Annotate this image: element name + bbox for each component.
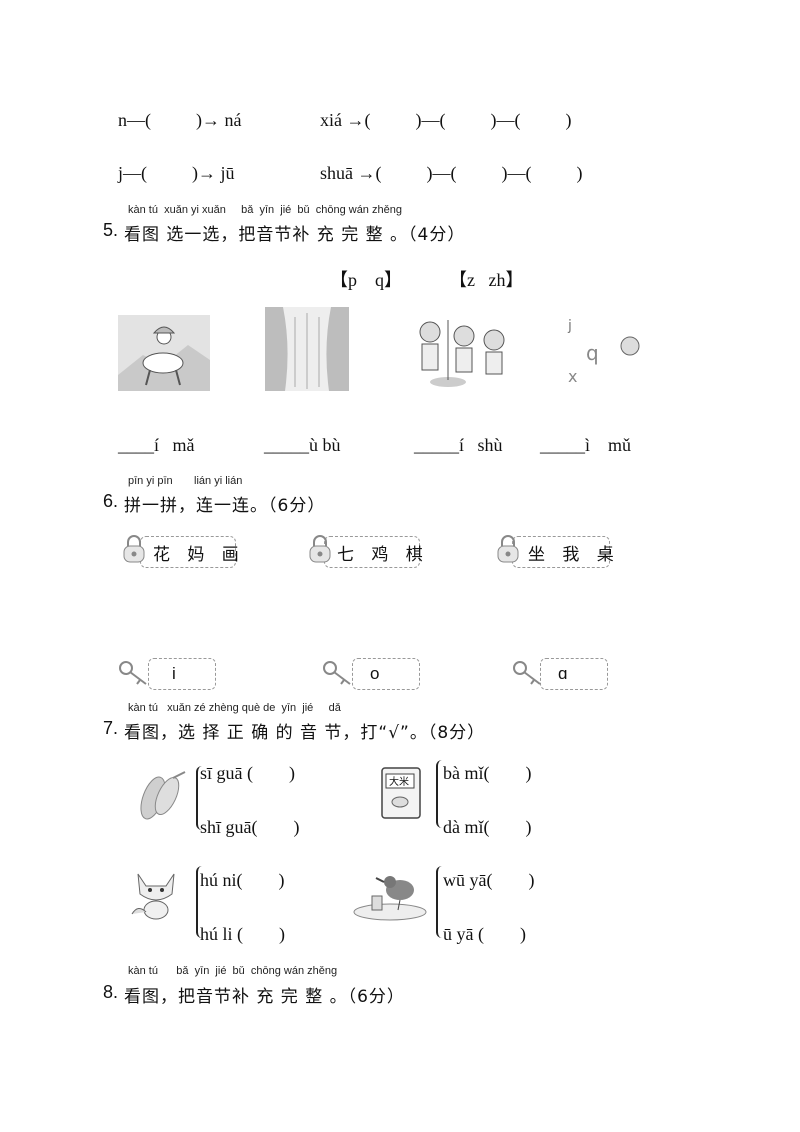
brace [196,766,206,830]
q5-choice-zzh: 【z zh】 [449,270,524,290]
lock-icon [309,535,331,563]
brace [436,866,446,938]
q5-answer-1: ____í mǎ [118,435,195,455]
spelling-row2-left: j—( )→ jū [118,163,235,183]
key-text-1: i [172,664,176,683]
option-hu-ni: hú ni( ) [200,870,285,890]
rice-bag-image: 大米 [381,767,421,819]
fox-image [131,873,175,920]
q7-number: 7. [103,718,119,738]
key-icon [119,661,147,685]
lock-text-2: 七 鸡 棋 [337,545,429,565]
option-u-ya: ū yā ( ) [443,924,526,944]
key-card-2 [352,658,420,690]
q6-number: 6. [103,491,119,511]
brace [196,866,206,938]
q6-pinyin: pīn yi pīn lián yi lián [128,475,243,487]
key-text-3: ɑ [558,664,568,683]
crow-image [353,876,427,921]
option-hu-li: hú li ( ) [200,924,285,944]
svg-text:x: x [568,367,577,386]
key-icon [513,661,541,685]
q5-title: 看图 选一选，把音节补 充 完 整 。（4分） [124,225,466,245]
q7-title: 看图，选 择 正 确 的 音 节，打“√”。（8分） [124,723,486,743]
lock-icon [123,535,145,563]
q8-title: 看图，把音节补 充 完 整 。（6分） [124,987,405,1007]
option-si-gua: sī guā ( ) [200,763,295,783]
q5-number: 5. [103,220,119,240]
q7-pinyin: kàn tú xuǎn zé zhèng què de yīn jié dǎ [128,702,341,714]
option-wu-ya: wū yā( ) [443,870,535,890]
option-ba-mi: bà mǐ( ) [443,763,532,783]
q8-number: 8. [103,982,119,1002]
q6-title: 拼一拼，连一连。（6分） [124,496,326,516]
key-text-2: o [370,664,380,683]
spelling-row2-right: shuā →( )—( )—( ) [320,163,583,183]
option-shi-gua: shī guā( ) [200,817,300,837]
letters-image: j q x [567,318,640,386]
q5-answer-4: _____ì mǔ [540,435,632,455]
key-card-1 [148,658,216,690]
q8-pinyin: kàn tú bǎ yīn jié bǔ chōng wán zhěng [128,965,338,977]
q5-choice-pq: 【p q】 [330,270,402,290]
option-da-mi: dà mǐ( ) [443,817,532,837]
key-card-3 [540,658,608,690]
q5-answer-2: _____ù bù [264,435,341,455]
waterfall-image [265,307,349,391]
lock-text-3: 坐 我 桌 [528,545,620,565]
loofah-image [140,771,186,820]
lock-text-1: 花 妈 画 [153,545,245,565]
brace [436,760,446,828]
key-icon [323,661,351,685]
q5-pinyin: kàn tú xuǎn yi xuǎn bǎ yīn jié bǔ chōng … [128,204,402,216]
horse-rider-image [118,315,210,391]
svg-text:j: j [567,318,572,334]
spelling-row1-left: n—( )→ ná [118,110,242,130]
lock-icon [497,535,519,563]
svg-text:q: q [586,341,599,365]
q5-answer-3: _____í shù [414,435,503,455]
children-planting-tree-image [408,310,520,390]
spelling-row1-right: xiá →( )—( )—( ) [320,110,572,130]
rice-bag-label: 大米 [389,775,409,788]
